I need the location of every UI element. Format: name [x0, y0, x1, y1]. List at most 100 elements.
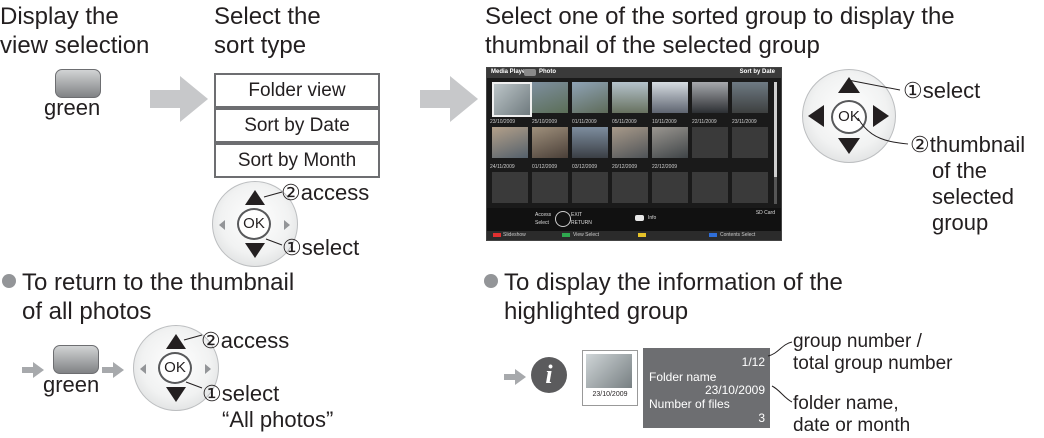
- sort-option-month[interactable]: Sort by Month: [214, 143, 380, 178]
- small-arrow-icon: [102, 362, 124, 378]
- ok-button[interactable]: OK: [158, 352, 192, 384]
- access-label: ②access: [201, 328, 290, 353]
- return-heading-line2: of all photos: [22, 298, 152, 325]
- empty-thumbnail: [732, 172, 768, 203]
- remote-dpad: OK: [802, 69, 896, 163]
- callout-lines: [263, 191, 283, 246]
- left-arrow-icon: [808, 105, 824, 127]
- folder-name-callout: folder name, date or month: [793, 393, 910, 437]
- thumbnail[interactable]: [572, 82, 608, 113]
- thumbnail[interactable]: [652, 82, 688, 113]
- callout-lines: [767, 341, 793, 403]
- remote-dpad: OK: [212, 181, 298, 267]
- ok-button[interactable]: OK: [237, 208, 271, 240]
- thumbnail-date: 23/11/2009: [732, 119, 757, 125]
- next-arrow-icon: [420, 76, 478, 122]
- yellow-key-icon: [638, 233, 646, 237]
- footer-slideshow[interactable]: Slideshow: [503, 232, 526, 238]
- thumbnail[interactable]: [572, 127, 608, 158]
- bullet-icon: [2, 274, 16, 288]
- all-photos-label: “All photos”: [222, 407, 334, 432]
- step2-title-line1: Select the: [214, 3, 321, 30]
- thumbnail-label-line4: group: [932, 210, 989, 235]
- sort-option-folder-view[interactable]: Folder view: [214, 73, 380, 108]
- step3-title-line1: Select one of the sorted group to displa…: [485, 3, 955, 30]
- select-label: ①select: [202, 381, 280, 406]
- group-count: 1/12: [741, 355, 765, 369]
- thumbnail-label-line1: ②thumbnail: [910, 132, 1026, 157]
- group-number-callout: group number / total group number: [793, 331, 953, 375]
- empty-thumbnail: [652, 172, 688, 203]
- blue-key-icon: [709, 233, 717, 237]
- right-arrow-icon: [284, 220, 290, 230]
- footer-contents-select[interactable]: Contents Select: [720, 232, 756, 238]
- files-count: 3: [758, 411, 765, 425]
- sd-card-text: SD Card: [755, 210, 775, 216]
- bullet-icon: [484, 274, 498, 288]
- return-heading-line1: To return to the thumbnail: [22, 269, 295, 296]
- thumbnail[interactable]: [612, 127, 648, 158]
- thumbnail[interactable]: [532, 82, 568, 113]
- up-arrow-icon: [166, 334, 186, 349]
- green-key-icon: [562, 233, 570, 237]
- empty-thumbnail: [532, 172, 568, 203]
- footer-view-select[interactable]: View Select: [573, 232, 600, 238]
- left-arrow-icon: [140, 364, 146, 374]
- thumbnail[interactable]: [492, 82, 532, 117]
- callout-bot-line2: date or month: [793, 415, 911, 436]
- mode-label: Photo: [539, 69, 556, 75]
- thumbnail[interactable]: [692, 82, 728, 113]
- scrollbar-thumb[interactable]: [774, 82, 777, 177]
- thumbnail[interactable]: [732, 82, 768, 113]
- return-heading: To return to the thumbnail of all photos: [2, 268, 294, 326]
- up-arrow-icon: [245, 190, 265, 205]
- thumbnail-date: 22/12/2009: [652, 164, 678, 170]
- callout-top-line2: total group number: [793, 353, 953, 374]
- empty-thumbnail: [492, 172, 528, 203]
- info-heading-line1: To display the information of the: [504, 269, 843, 296]
- right-arrow-icon: [873, 105, 889, 127]
- thumbnail-date: 22/11/2009: [692, 119, 717, 125]
- empty-thumbnail: [612, 172, 648, 203]
- select-label: ①select: [903, 78, 981, 103]
- callout-lines: [183, 334, 203, 389]
- thumbnail[interactable]: [532, 127, 568, 158]
- color-key-bar: [487, 231, 781, 240]
- thumbnail-label: ②thumbnail of the selected group: [910, 132, 1025, 236]
- thumbnail-date: 24/11/2009: [490, 164, 515, 170]
- thumbnail[interactable]: [612, 82, 648, 113]
- empty-thumbnail: [692, 127, 728, 158]
- thumbnail-date: 25/10/2009: [532, 119, 558, 125]
- right-arrow-icon: [205, 364, 211, 374]
- green-button-icon[interactable]: [55, 69, 101, 98]
- green-button-icon[interactable]: [53, 345, 99, 374]
- callout-bot-line1: folder name,: [793, 393, 899, 414]
- green-button-label: green: [44, 95, 101, 120]
- small-arrow-icon: [504, 369, 526, 385]
- sort-option-date[interactable]: Sort by Date: [214, 108, 380, 143]
- folder-label: Folder name: [649, 370, 717, 384]
- down-arrow-icon: [245, 243, 265, 258]
- thumbnail[interactable]: [492, 127, 528, 158]
- dpad-icon: [555, 211, 571, 227]
- info-heading-line2: highlighted group: [504, 298, 689, 325]
- scrollbar[interactable]: [774, 82, 777, 204]
- empty-thumbnail: [572, 172, 608, 203]
- callout-lines: [847, 79, 909, 145]
- media-player-screen: Media Player Photo Sort by Date 23/10/20…: [486, 67, 782, 241]
- screen-help-bar: [487, 208, 781, 232]
- select-label: ①select: [282, 235, 360, 260]
- next-arrow-icon: [150, 76, 208, 122]
- files-label: Number of files: [649, 397, 730, 411]
- info-icon[interactable]: i: [531, 357, 567, 393]
- sort-label: Sort by Date: [739, 69, 775, 75]
- thumbnail[interactable]: [652, 127, 688, 158]
- selected-group-thumbnail: 23/10/2009: [582, 350, 638, 406]
- step2-title-line2: sort type: [214, 32, 307, 59]
- photo-mode-icon: [524, 69, 536, 76]
- ok-button[interactable]: OK: [831, 100, 867, 134]
- small-arrow-icon: [22, 362, 44, 378]
- thumbnail-image: [586, 354, 632, 388]
- thumbnail-label-line3: selected: [932, 184, 1014, 209]
- exit-text: EXIT: [571, 212, 583, 218]
